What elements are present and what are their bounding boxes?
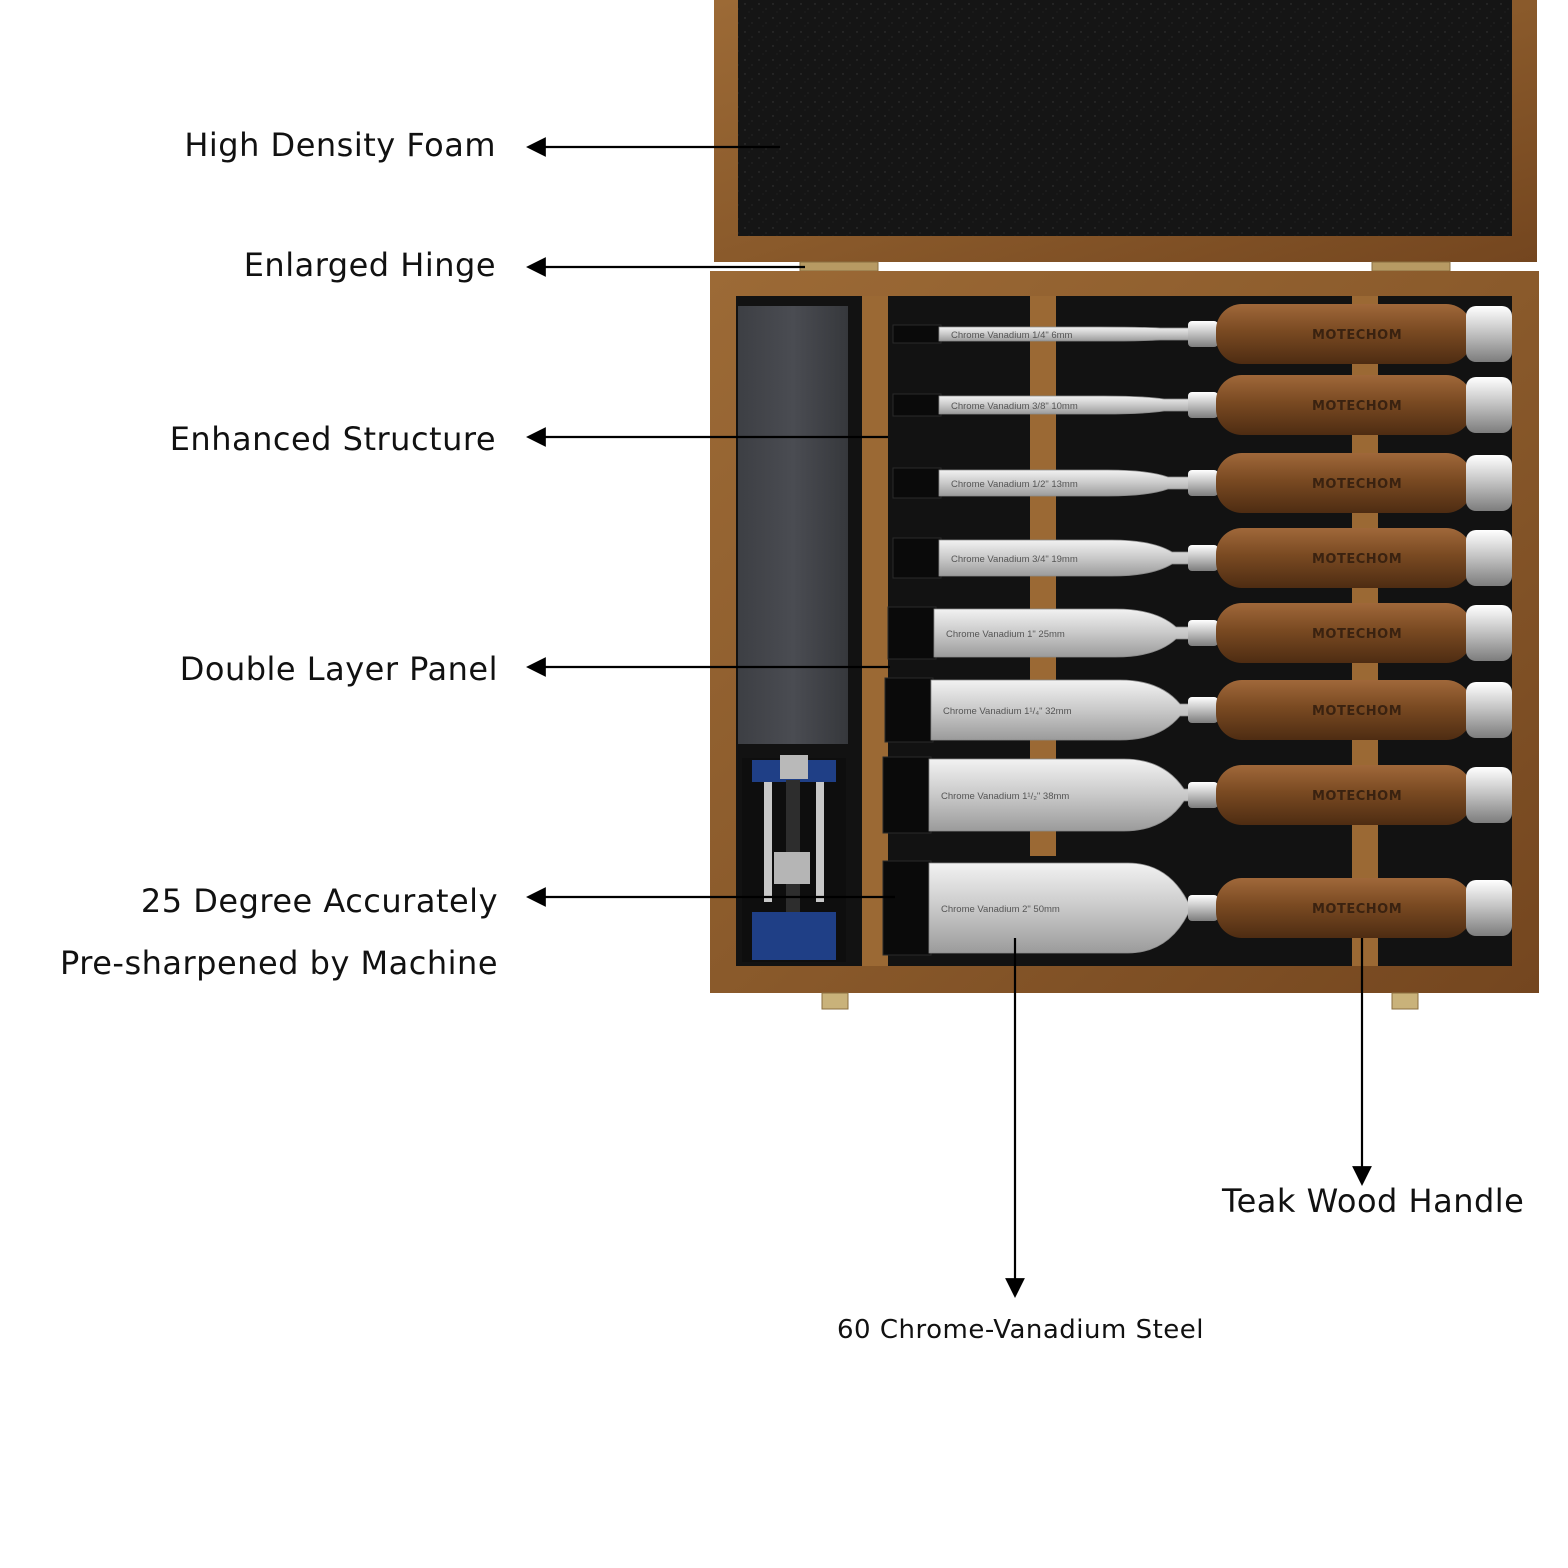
chisel-2: Chrome Vanadium 3/8" 10mm MOTECHOM <box>892 375 1512 435</box>
honing-guide-icon <box>742 755 846 962</box>
handle <box>1216 680 1472 740</box>
handle <box>1216 375 1472 435</box>
chisel-engraving: Chrome Vanadium 1" 25mm <box>946 629 1065 640</box>
hinge-icon <box>799 261 1451 272</box>
chisel-1: Chrome Vanadium 1/4" 6mm MOTECHOM <box>892 304 1512 364</box>
chisel-engraving: Chrome Vanadium 1¹/₂" 38mm <box>941 791 1069 802</box>
chisel-6: Chrome Vanadium 1¹/₄" 32mm MOTECHOM <box>884 677 1512 743</box>
label-pre-sharpened: Pre-sharpened by Machine <box>60 944 498 982</box>
label-teak-wood-handle: Teak Wood Handle <box>1222 1182 1525 1220</box>
label-double-layer-panel: Double Layer Panel <box>179 650 498 688</box>
handle <box>1216 603 1472 663</box>
brand-logo: MOTECHOM <box>1312 552 1402 567</box>
chisel-engraving: Chrome Vanadium 3/4" 19mm <box>951 554 1078 565</box>
handle <box>1216 878 1472 938</box>
brand-logo: MOTECHOM <box>1312 328 1402 343</box>
brand-logo: MOTECHOM <box>1312 627 1402 642</box>
label-enlarged-hinge: Enlarged Hinge <box>243 246 496 284</box>
brand-logo: MOTECHOM <box>1312 902 1402 917</box>
callout-arrows <box>526 137 1372 1298</box>
chisel-3: Chrome Vanadium 1/2" 13mm MOTECHOM <box>892 453 1512 513</box>
box-lid <box>714 0 1537 262</box>
handle <box>1216 453 1472 513</box>
chisel-engraving: Chrome Vanadium 3/8" 10mm <box>951 401 1078 412</box>
label-chrome-vanadium-steel: 60 Chrome-Vanadium Steel <box>837 1315 1205 1345</box>
label-high-density-foam: High Density Foam <box>184 126 496 164</box>
label-enhanced-structure: Enhanced Structure <box>169 420 496 458</box>
handle <box>1216 304 1472 364</box>
chisel-7: Chrome Vanadium 1¹/₂" 38mm MOTECHOM <box>882 756 1512 834</box>
label-25-degree: 25 Degree Accurately <box>140 882 498 920</box>
chisel-engraving: Chrome Vanadium 2" 50mm <box>941 904 1060 915</box>
handle <box>1216 528 1472 588</box>
chisel-5: Chrome Vanadium 1" 25mm MOTECHOM <box>887 603 1512 663</box>
brand-logo: MOTECHOM <box>1312 704 1402 719</box>
chisel-engraving: Chrome Vanadium 1/4" 6mm <box>951 330 1073 341</box>
chisel-engraving: Chrome Vanadium 1/2" 13mm <box>951 479 1078 490</box>
brand-logo: MOTECHOM <box>1312 477 1402 492</box>
foam-lining <box>738 0 1512 236</box>
handle <box>1216 765 1472 825</box>
chisel-8: Chrome Vanadium 2" 50mm MOTECHOM <box>882 860 1512 956</box>
chisel-engraving: Chrome Vanadium 1¹/₄" 32mm <box>943 706 1072 717</box>
whetstone <box>738 306 848 744</box>
chisel-4: Chrome Vanadium 3/4" 19mm MOTECHOM <box>892 528 1512 588</box>
brand-logo: MOTECHOM <box>1312 399 1402 414</box>
brand-logo: MOTECHOM <box>1312 789 1402 804</box>
